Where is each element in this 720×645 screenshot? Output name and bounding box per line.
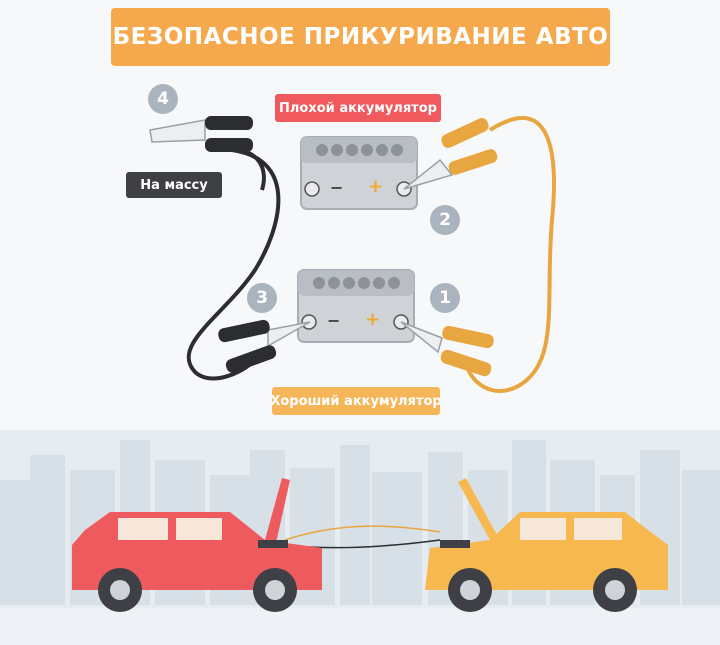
bad-battery-minus: − — [330, 178, 344, 197]
clamp-icon-4 — [149, 116, 253, 152]
battery-icon-good — [297, 269, 415, 343]
page-title: БЕЗОПАСНОЕ ПРИКУРИВАНИЕ АВТО — [111, 8, 610, 66]
battery-icon-bad — [300, 136, 418, 210]
good-battery-minus: − — [327, 311, 341, 330]
bad-battery-plus: + — [368, 176, 384, 197]
clamp-icon-2 — [403, 118, 498, 190]
car-icon-red — [72, 478, 322, 612]
good-battery-plus: + — [365, 309, 381, 330]
positive-cable — [463, 116, 556, 393]
step-badge-3: 3 — [247, 283, 277, 313]
ground-label: На массу — [126, 172, 222, 198]
step-badge-4: 4 — [148, 84, 178, 114]
car-icon-yellow — [425, 478, 668, 612]
bad-battery-label: Плохой аккумулятор — [275, 94, 441, 122]
clamp-icon-3 — [218, 319, 311, 373]
good-battery-label: Хороший аккумулятор — [270, 387, 442, 415]
negative-cable — [186, 148, 281, 381]
step-badge-2: 2 — [430, 205, 460, 235]
clamp-icon-1 — [400, 321, 494, 377]
step-badge-1: 1 — [430, 283, 460, 313]
